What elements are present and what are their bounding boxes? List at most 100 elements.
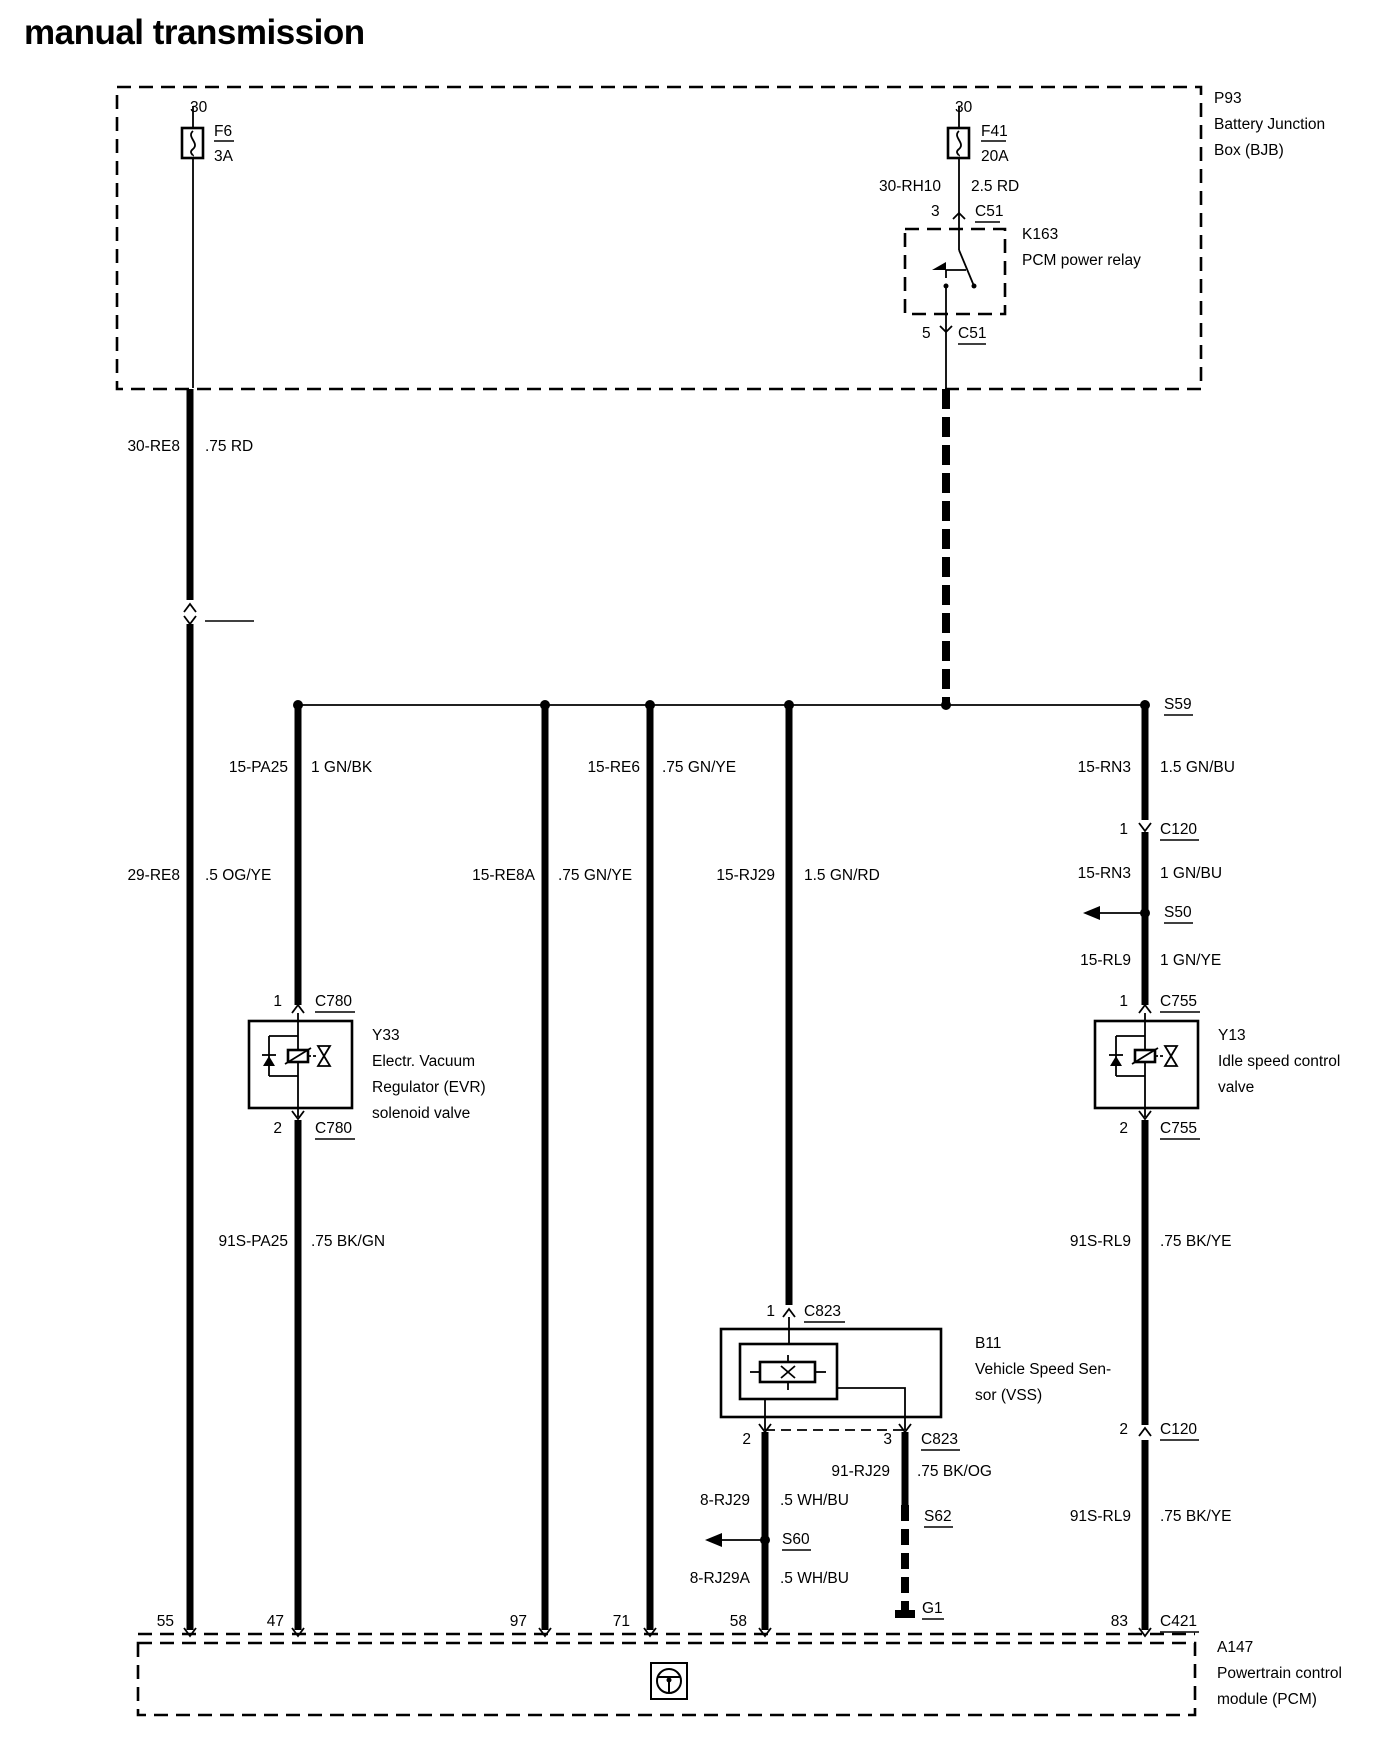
- idle-speed-control-valve: 1 C755 Y13 Idle speed control valve 2 C7…: [1093, 993, 1340, 1140]
- wire-15-rj29: 15-RJ29 1.5 GN/RD: [716, 705, 880, 1305]
- valve-icon: [1163, 1045, 1179, 1067]
- diode-icon: [263, 1056, 275, 1066]
- wire-15-pa25: 15-PA25 1 GN/BK: [229, 705, 373, 1005]
- iscv-connector-top: C755: [1160, 993, 1197, 1010]
- wire-15-rn3-lower-id: 15-RN3: [1078, 865, 1131, 882]
- evr-pin1: 1: [273, 993, 282, 1010]
- vss-connector-bottom: C823: [921, 1431, 958, 1448]
- vss-line2: sor (VSS): [975, 1387, 1042, 1404]
- wire-91s-pa25-spec: .75 BK/GN: [311, 1233, 385, 1250]
- fuse-element-icon: [190, 130, 196, 157]
- wire-91s-rl9-id: 91S-RL9: [1070, 1233, 1131, 1250]
- wire-30-re8-id: 30-RE8: [127, 438, 180, 455]
- connector-arrow-icon: [643, 1627, 657, 1638]
- wire-15-re8a: 15-RE8A .75 GN/YE: [472, 705, 632, 1630]
- wire-91s-rl9: 91S-RL9 .75 BK/YE 2 C120 91S-RL9 .75 BK/…: [1070, 1120, 1232, 1630]
- battery-junction-box-outline: [115, 85, 1203, 391]
- c120-pin-upper: 1: [1119, 821, 1128, 838]
- relay-pin-in: 3: [931, 203, 940, 220]
- iscv-ref: Y13: [1218, 1027, 1246, 1044]
- pcm-pin-47: 47: [267, 1613, 284, 1630]
- bjb-name-line2: Box (BJB): [1214, 142, 1284, 159]
- wire-15-re6-spec: .75 GN/YE: [662, 759, 736, 776]
- connector-arrow-icon: [1138, 1110, 1152, 1121]
- vehicle-speed-sensor: 1 C823 B11 Vehicle Speed Sen- sor (VSS) …: [719, 1303, 1111, 1451]
- vss-connector-top: C823: [804, 1303, 841, 1320]
- page-title: manual transmission: [24, 13, 365, 52]
- wire-91s-rl9-lower-id: 91S-RL9: [1070, 1508, 1131, 1525]
- evr-pin2: 2: [273, 1120, 282, 1137]
- evr-ref: Y33: [372, 1027, 400, 1044]
- wire-8-rj29: 8-RJ29 .5 WH/BU S60 8-RJ29A .5 WH/BU: [690, 1432, 849, 1630]
- connector-arrow-icon: [538, 1627, 552, 1638]
- wire-29-re8-spec: .5 OG/YE: [205, 867, 271, 884]
- wire-15-re8a-spec: .75 GN/YE: [558, 867, 632, 884]
- vss-pin2: 2: [742, 1431, 751, 1448]
- ground-g1: G1: [922, 1600, 943, 1617]
- pcm-pin-55: 55: [157, 1613, 174, 1630]
- connector-arrow-icon: [183, 615, 197, 626]
- connector-arrow-icon: [782, 1307, 796, 1318]
- vss-pin1: 1: [766, 1303, 775, 1320]
- iscv-pin2: 2: [1119, 1120, 1128, 1137]
- c120-pin-lower: 2: [1119, 1421, 1128, 1438]
- wire-15-rj29-id: 15-RJ29: [716, 867, 775, 884]
- wire-8-rj29-spec: .5 WH/BU: [780, 1492, 849, 1509]
- pcm-line2: module (PCM): [1217, 1691, 1317, 1708]
- fuse-element-icon: [956, 130, 962, 157]
- wire-15-rn3: 15-RN3 1.5 GN/BU 1 C120 15-RN3 1 GN/BU S…: [1078, 705, 1235, 1005]
- connector-arrow-icon: [1138, 1426, 1152, 1437]
- connector-arrow-icon: [291, 1627, 305, 1638]
- connector-arrow-icon: [183, 602, 197, 613]
- diode-icon: [1110, 1056, 1122, 1066]
- connector-arrow-icon: [291, 1110, 305, 1121]
- evr-line2: Regulator (EVR): [372, 1079, 486, 1096]
- iscv-connector-bottom: C755: [1160, 1120, 1197, 1137]
- fuse-f41: 30 F41 20A: [946, 99, 1009, 215]
- wire-91s-pa25: 91S-PA25 .75 BK/GN: [218, 1120, 385, 1630]
- connector-arrow-icon: [291, 1003, 305, 1014]
- splice-s59: S59: [1164, 696, 1192, 713]
- fuse-f41-terminal: 30: [955, 99, 973, 116]
- pcm-pin-97: 97: [510, 1613, 527, 1630]
- wire-15-rn3-lower-spec: 1 GN/BU: [1160, 865, 1222, 882]
- vss-pin3: 3: [883, 1431, 892, 1448]
- fuse-f6: 30 F6 3A: [180, 99, 234, 388]
- c120-connector-lower: C120: [1160, 1421, 1197, 1438]
- arrow-left-icon: [705, 1533, 722, 1547]
- relay-wire-in-id: 30-RH10: [879, 178, 941, 195]
- wire-91-rj29-id: 91-RJ29: [831, 1463, 890, 1480]
- connector-arrow-icon: [1138, 822, 1152, 833]
- pcm-module: 55 47 97 71 58 83 C421 A147 Powertrain c…: [136, 1613, 1342, 1717]
- wire-15-re6: 15-RE6 .75 GN/YE: [587, 705, 736, 1630]
- pcm-pin-71: 71: [613, 1613, 630, 1630]
- pcm-line1: Powertrain control: [1217, 1665, 1342, 1682]
- vss-line1: Vehicle Speed Sen-: [975, 1361, 1111, 1378]
- relay-connector-top: C51: [975, 203, 1003, 220]
- wire-15-re6-id: 15-RE6: [587, 759, 640, 776]
- wire-30-re8-spec: .75 RD: [205, 438, 253, 455]
- connector-arrow-icon: [758, 1627, 772, 1638]
- wire-15-rl9-id: 15-RL9: [1080, 952, 1131, 969]
- wire-15-rj29-spec: 1.5 GN/RD: [804, 867, 880, 884]
- wire-91-rj29-spec: .75 BK/OG: [917, 1463, 992, 1480]
- pcm-outline: [136, 1641, 1197, 1717]
- ground-icon: [895, 1610, 915, 1618]
- iscv-box: [1093, 1019, 1200, 1110]
- connector-arrow-icon: [1138, 1627, 1152, 1638]
- wire-15-pa25-id: 15-PA25: [229, 759, 288, 776]
- relay-connector-bottom: C51: [958, 325, 986, 342]
- c120-connector-upper: C120: [1160, 821, 1197, 838]
- arrow-left-icon: [1083, 906, 1100, 920]
- wire-91s-rl9-lower-spec: .75 BK/YE: [1160, 1508, 1232, 1525]
- evr-solenoid-valve: 1 C780 Y33 Electr. Vacuum Regulator (EVR…: [247, 993, 486, 1140]
- bjb-name-line1: Battery Junction: [1214, 116, 1325, 133]
- wire-91-rj29: 91-RJ29 .75 BK/OG S62 G1: [831, 1432, 992, 1620]
- fuse-f41-ref: F41: [981, 123, 1008, 140]
- iscv-pin1: 1: [1119, 993, 1128, 1010]
- relay-ref: K163: [1022, 226, 1058, 243]
- relay-pin-out: 5: [922, 325, 931, 342]
- evr-line3: solenoid valve: [372, 1105, 470, 1122]
- pcm-pin-83: 83: [1111, 1613, 1128, 1630]
- wire-15-rn3-upper-spec: 1.5 GN/BU: [1160, 759, 1235, 776]
